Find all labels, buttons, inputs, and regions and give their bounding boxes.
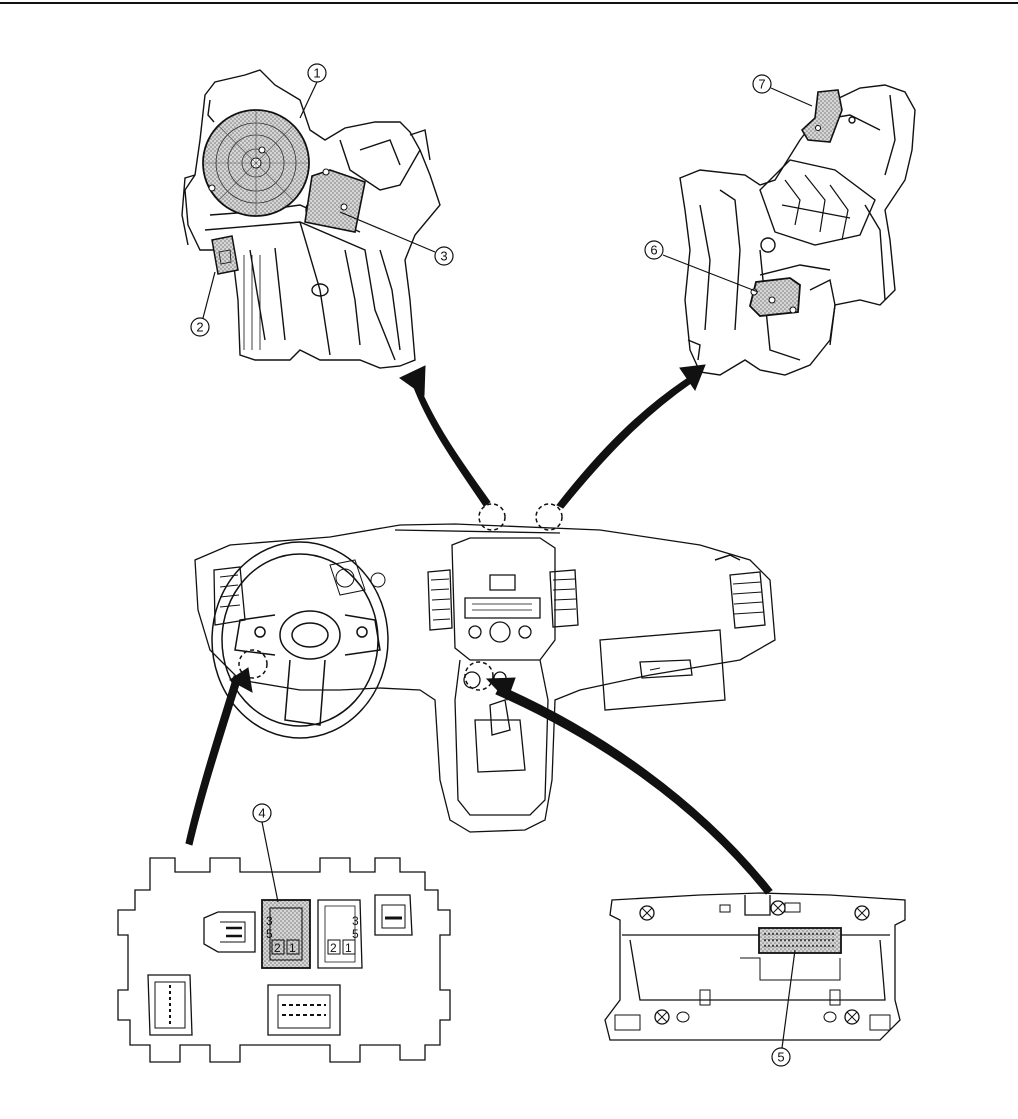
svg-text:5: 5 bbox=[777, 1050, 784, 1065]
svg-text:6: 6 bbox=[650, 243, 657, 258]
pin-3-left: 3 bbox=[266, 914, 273, 928]
pin-1-left: 1 bbox=[289, 941, 296, 955]
arrow-to-relay-block bbox=[186, 668, 252, 845]
fan-control-amp bbox=[212, 236, 238, 274]
callout-4: 4 bbox=[253, 804, 271, 822]
svg-text:7: 7 bbox=[758, 77, 765, 92]
heater-cooling-unit-illustration bbox=[680, 85, 915, 375]
pin-1-right: 1 bbox=[345, 941, 352, 955]
svg-text:2: 2 bbox=[196, 320, 203, 335]
blower-motor bbox=[203, 110, 309, 216]
mode-door-motor bbox=[802, 90, 842, 142]
instrument-panel-illustration bbox=[195, 524, 775, 832]
pin-3-right: 3 bbox=[352, 914, 359, 928]
callout-5: 5 bbox=[772, 1048, 790, 1066]
pin-2-right: 2 bbox=[330, 941, 337, 955]
location-marker-heater bbox=[536, 504, 562, 530]
svg-text:3: 3 bbox=[440, 249, 447, 264]
arrow-to-heater-unit bbox=[557, 365, 705, 508]
callout-1: 1 bbox=[308, 64, 326, 82]
ac-control-unit-illustration bbox=[605, 893, 905, 1040]
intake-door-motor bbox=[305, 169, 365, 232]
ac-auto-amp-connector bbox=[759, 928, 841, 953]
arrow-to-blower-unit bbox=[400, 366, 490, 506]
callout-3: 3 bbox=[435, 247, 453, 265]
svg-text:4: 4 bbox=[258, 806, 265, 821]
callout-2: 2 bbox=[191, 318, 209, 336]
steering-wheel bbox=[212, 542, 388, 738]
air-mix-door-motor bbox=[750, 278, 800, 316]
pin-2-left: 2 bbox=[274, 941, 281, 955]
callout-7: 7 bbox=[753, 75, 771, 93]
pin-5-right: 5 bbox=[352, 927, 359, 941]
callout-6: 6 bbox=[645, 241, 663, 259]
arrow-to-control-unit bbox=[487, 678, 772, 894]
pin-5-left: 5 bbox=[266, 927, 273, 941]
svg-text:1: 1 bbox=[313, 66, 320, 81]
